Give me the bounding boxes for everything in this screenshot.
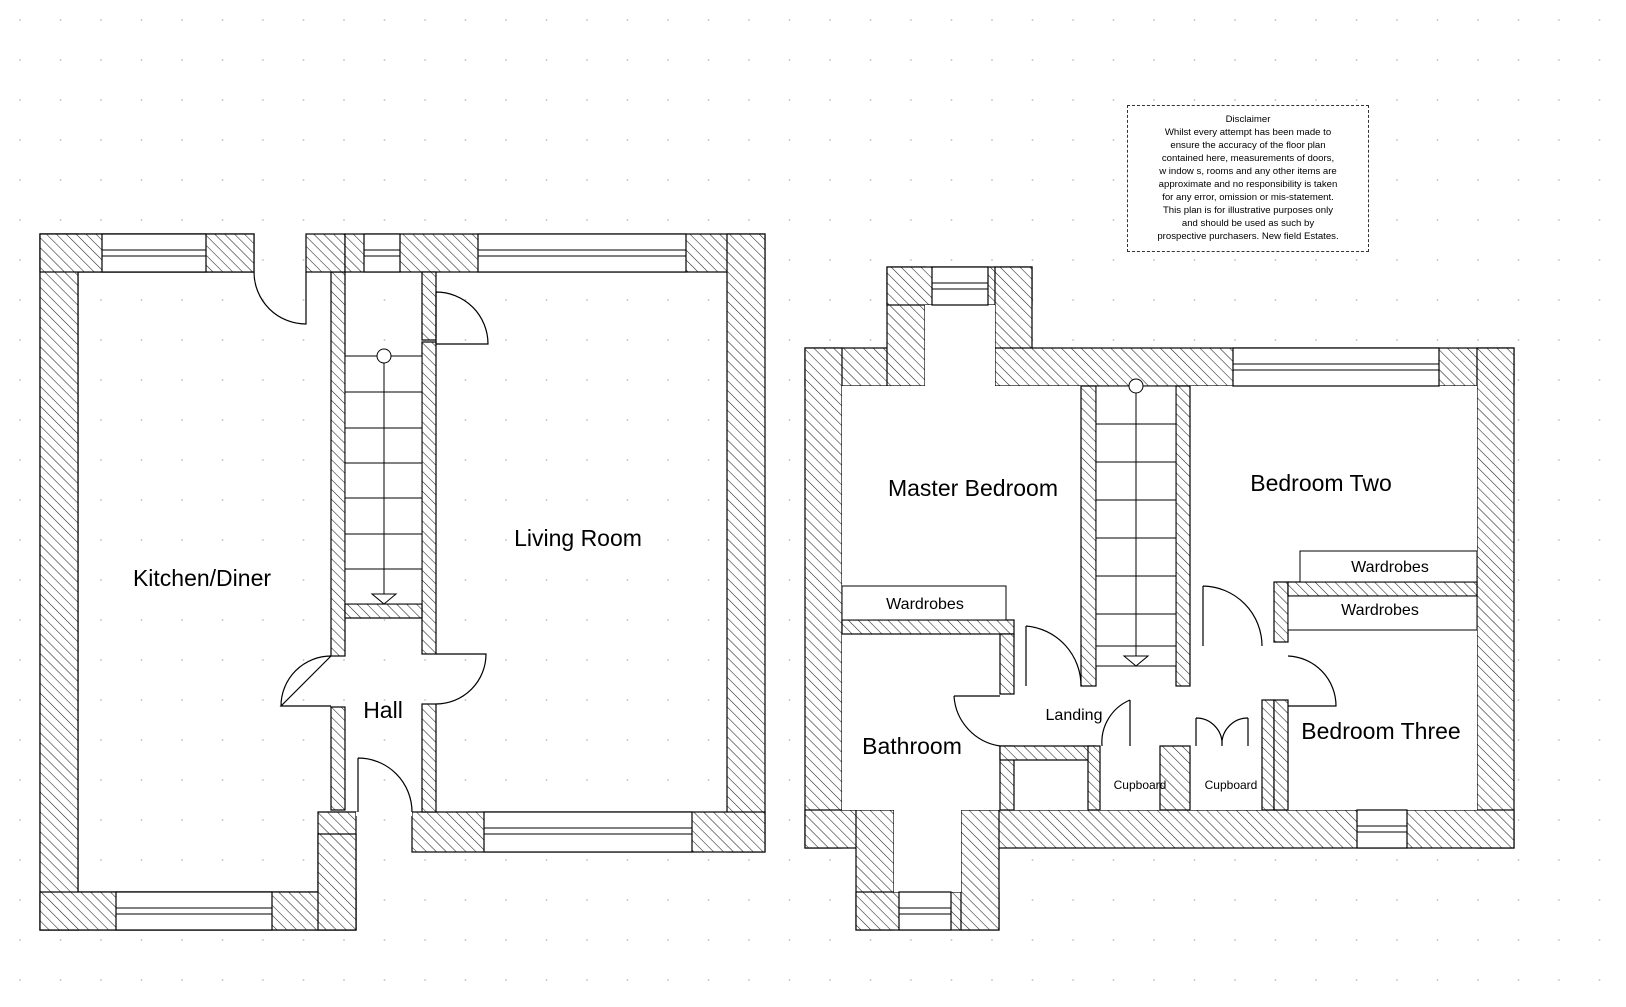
master-door <box>1025 625 1082 687</box>
cupboard1-label: Cupboard <box>1114 778 1167 792</box>
bed3-door <box>1287 655 1337 707</box>
wardrobes-bed3-label: Wardrobes <box>1341 602 1419 619</box>
first-floor-plan <box>804 266 1515 931</box>
partition-kitchen-hall-lower <box>330 706 346 811</box>
hall-top-window <box>363 233 401 273</box>
wardrobe-bed3 <box>1287 595 1478 631</box>
partition-hall-living-lower <box>421 703 437 813</box>
landing-label: Landing <box>1046 707 1103 724</box>
living-room-label: Living Room <box>514 525 642 551</box>
partition-bed3-landing <box>1273 699 1289 811</box>
partition-cupboard-mid <box>1159 745 1191 811</box>
front-door <box>357 757 413 813</box>
disclaimer-line: w indow s, rooms and any other items are <box>1159 166 1337 177</box>
bed2-door <box>1202 585 1263 647</box>
living-top-window <box>477 233 687 273</box>
ff-wall-right <box>1476 347 1515 849</box>
kitchen-top-window <box>101 233 207 273</box>
bedroom-three-label: Bedroom Three <box>1301 718 1460 744</box>
hall-label: Hall <box>363 697 403 723</box>
cupboard2-door <box>1195 717 1249 747</box>
partition-master-stair <box>1080 385 1097 687</box>
partition-hall-living-mid <box>421 341 437 655</box>
ff-wall-left <box>804 347 843 849</box>
kitchen-hall-door <box>279 655 332 707</box>
cupboard2-label: Cupboard <box>1205 778 1258 792</box>
partition-bathroom-landing <box>999 633 1015 695</box>
living-wall-right <box>726 233 766 853</box>
living-door-lower <box>435 653 487 705</box>
kitchen-bottom-window <box>115 891 273 931</box>
disclaimer-line: prospective purchasers. New field Estate… <box>1157 231 1339 242</box>
kitchen-wall-lower-right <box>317 833 357 931</box>
disclaimer-line: ensure the accuracy of the floor plan <box>1170 140 1326 151</box>
partition-kitchen-hall-upper <box>330 271 346 657</box>
master-bedroom-label: Master Bedroom <box>888 475 1058 501</box>
bathroom-label: Bathroom <box>862 733 962 759</box>
wardrobe-bed2 <box>1299 550 1478 583</box>
partition-bed3-top <box>1287 581 1478 597</box>
disclaimer-line: This plan is for illustrative purposes o… <box>1162 205 1334 216</box>
partition-cupboard2-right <box>1261 699 1275 811</box>
disclaimer-line: Whilst every attempt has been made to <box>1164 127 1332 138</box>
bathroom-window <box>898 891 952 931</box>
disclaimer-line: approximate and no responsibility is tak… <box>1158 179 1338 190</box>
partition-bed2-bed3 <box>1273 581 1289 643</box>
ground-floor-plan <box>39 233 766 931</box>
ff-bottom-bay-right <box>960 809 1000 931</box>
partition-hall-living-upper <box>421 271 437 341</box>
partition-cupboard1-left <box>1087 745 1101 811</box>
bathroom-door <box>953 695 1001 747</box>
cupboard1-door <box>1101 699 1131 747</box>
disclaimer-title: Disclaimer <box>1225 114 1271 125</box>
partition-stair-bed2 <box>1175 385 1191 687</box>
living-bottom-window <box>483 811 693 853</box>
disclaimer-box: Disclaimer Whilst every attempt has been… <box>1127 105 1369 252</box>
ground-staircase <box>344 348 423 605</box>
disclaimer-line: for any error, omission or mis-statement… <box>1162 192 1334 203</box>
wardrobes-bed2-label: Wardrobes <box>1351 559 1429 576</box>
partition-master-bathroom <box>841 619 1015 635</box>
kitchen-wall-top-right <box>305 233 346 273</box>
bed2-window <box>1232 347 1440 387</box>
master-bay-window <box>931 266 989 306</box>
kitchen-wall-left <box>39 233 79 931</box>
living-door-upper <box>435 291 489 345</box>
kitchen-back-door <box>253 271 307 325</box>
first-floor-staircase <box>1095 378 1177 667</box>
stair-enclosure-wall <box>344 603 423 619</box>
bedroom-two-label: Bedroom Two <box>1250 470 1391 496</box>
kitchen-label: Kitchen/Diner <box>133 565 271 591</box>
partition-bathroom-bottom <box>999 745 1096 761</box>
bed3-window <box>1356 809 1408 849</box>
wardrobes-master-label: Wardrobes <box>886 596 964 613</box>
disclaimer-line: contained here, measurements of doors, <box>1161 153 1335 164</box>
disclaimer-line: and should be used as such by <box>1181 218 1315 229</box>
